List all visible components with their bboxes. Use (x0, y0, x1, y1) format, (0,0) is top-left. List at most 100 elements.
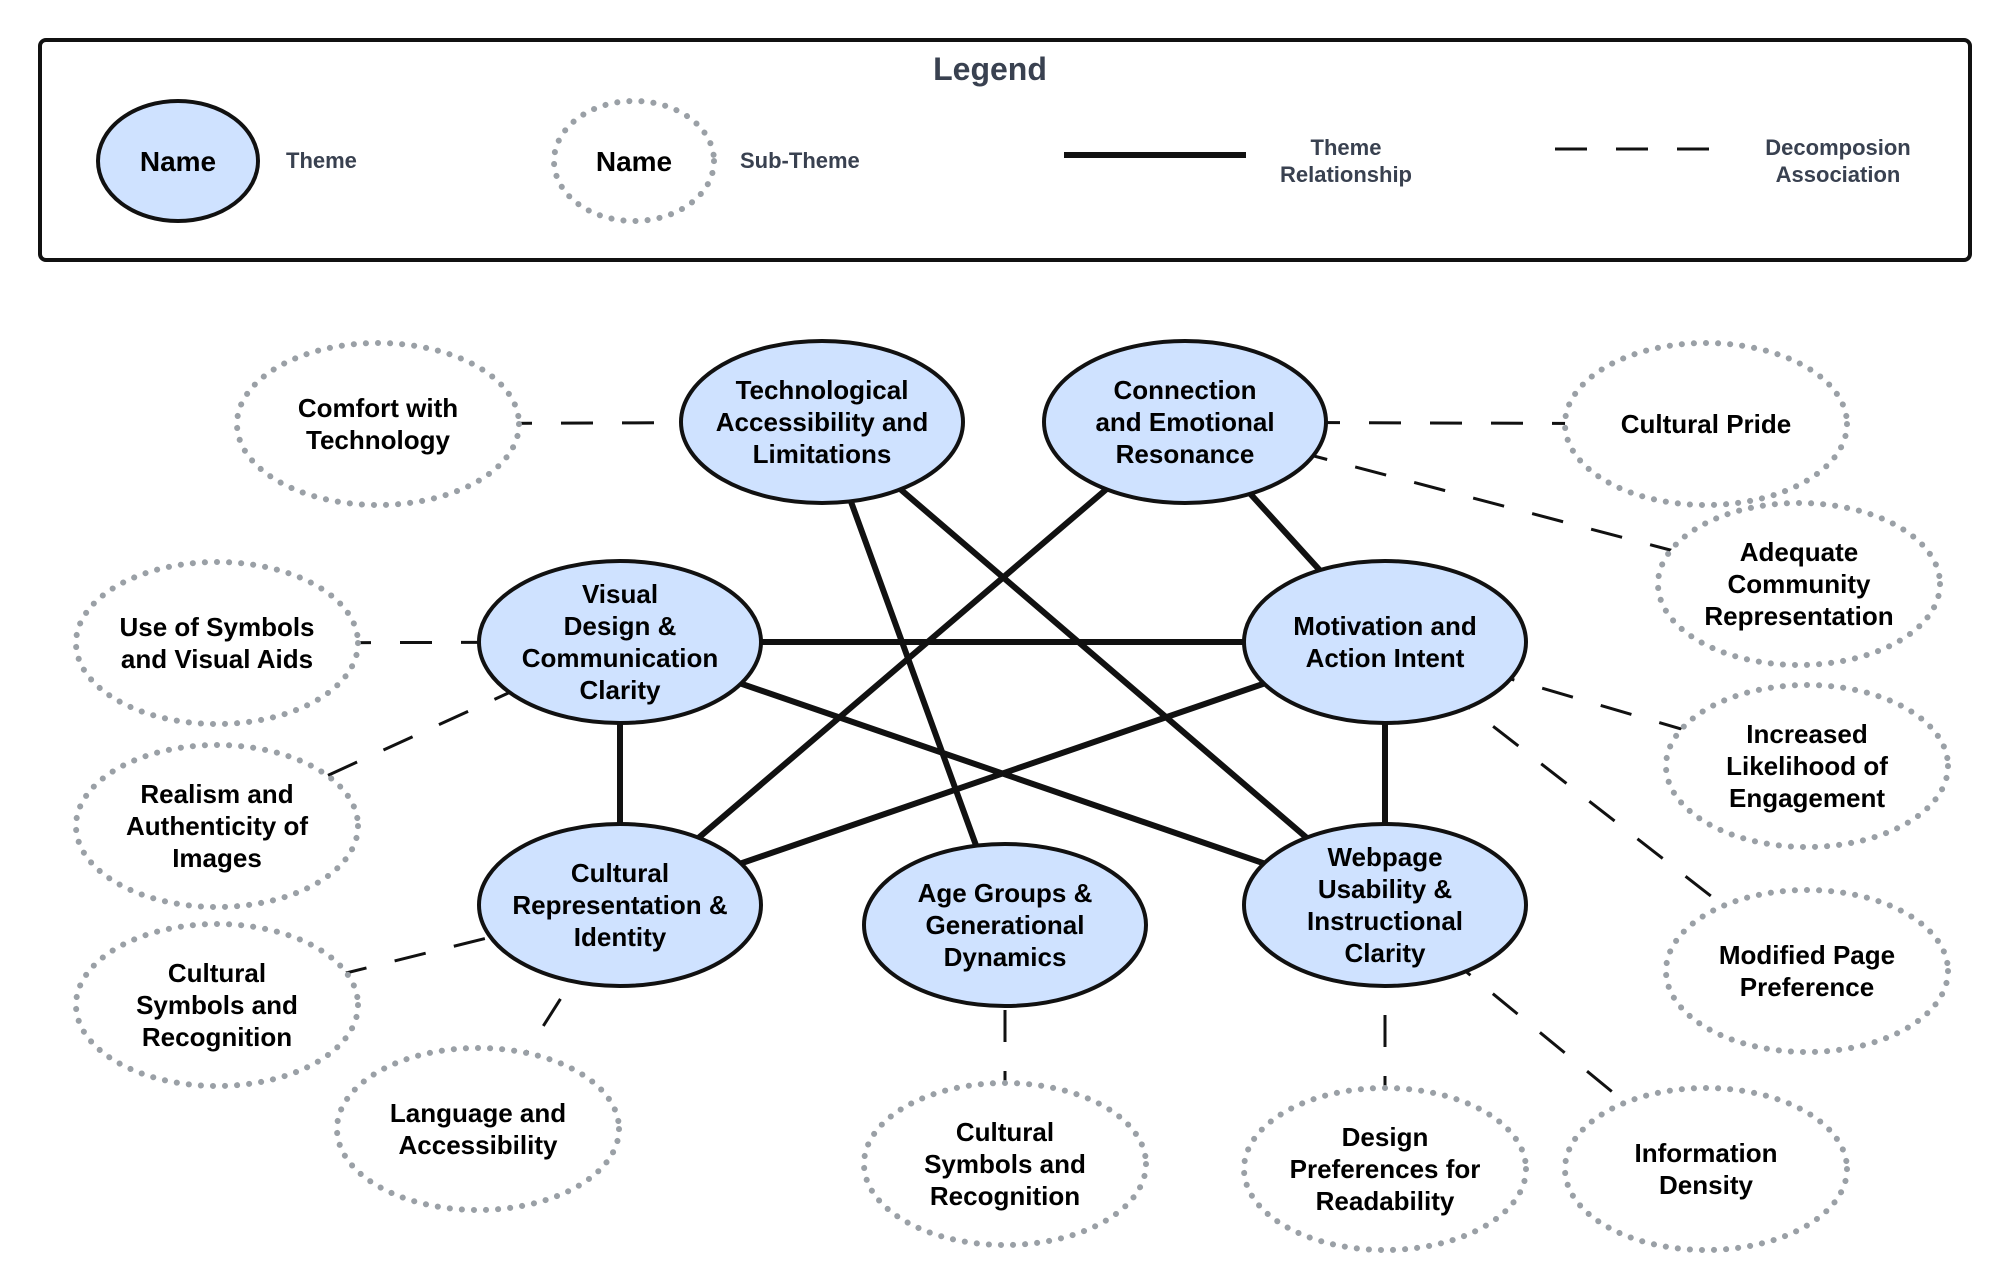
subtheme-ellipse (1562, 340, 1850, 508)
subtheme-label-line: Cultural (168, 958, 266, 988)
theme-label-line: Resonance (1116, 439, 1255, 469)
theme-ellipse (679, 339, 965, 505)
subtheme-label-line: Representation (1704, 601, 1893, 631)
subtheme-ellipse (73, 742, 361, 910)
relationship-line-conn-cultural (617, 419, 1188, 908)
legend-subtheme-caption: Sub-Theme (740, 148, 860, 173)
legend-theme-caption: Theme (286, 148, 357, 173)
decomposition-line-language-cultural (476, 904, 622, 1130)
subtheme-ellipse (334, 1045, 622, 1213)
relationship-line-tech-age (819, 419, 1008, 928)
legend-subtheme-sample-label: Name (596, 146, 672, 177)
subtheme-ellipse (73, 559, 361, 727)
decomposition-line-adequate-conn (1184, 420, 1800, 586)
subtheme-label-line: Preference (1740, 972, 1874, 1002)
theme-label-line: Webpage (1327, 842, 1442, 872)
legend-title: Legend (933, 51, 1047, 87)
theme-ellipse (1042, 339, 1328, 505)
subtheme-label-line: Recognition (930, 1181, 1080, 1211)
subtheme-label-line: Readability (1316, 1186, 1455, 1216)
subtheme-ellipse (234, 340, 522, 508)
theme-label-line: Design & (564, 611, 677, 641)
subtheme-ellipse (1241, 1085, 1529, 1253)
theme-ellipse (1242, 822, 1528, 988)
theme-label-line: Clarity (580, 675, 661, 705)
subtheme-label-line: Comfort with (298, 393, 458, 423)
theme-label-line: Visual (582, 579, 658, 609)
subtheme-ellipse (1663, 682, 1951, 850)
theme-label-line: Action Intent (1306, 643, 1465, 673)
subtheme-label-line: Use of Symbols (119, 612, 314, 642)
theme-label-line: Communication (522, 643, 718, 673)
subtheme-label-line: Engagement (1729, 783, 1885, 813)
subtheme-label-line: Symbols and (136, 990, 298, 1020)
theme-label-line: Generational (926, 910, 1085, 940)
theme-label-line: Cultural (571, 858, 669, 888)
subtheme-label-line: Increased (1746, 719, 1867, 749)
subtheme-ellipse (861, 1080, 1149, 1248)
theme-label-line: and Emotional (1095, 407, 1274, 437)
theme-label-line: Accessibility and (716, 407, 928, 437)
legend-relationship-caption-line-2: Relationship (1280, 162, 1412, 187)
legend-subtheme-sample (551, 98, 717, 224)
subtheme-label-line: Likelihood of (1726, 751, 1888, 781)
legend-theme-sample-label: Name (140, 146, 216, 177)
subtheme-label-line: Images (172, 843, 262, 873)
subtheme-label-line: Adequate (1740, 537, 1858, 567)
subtheme-label-line: Language and (390, 1098, 566, 1128)
theme-label-line: Representation & (512, 890, 727, 920)
theme-label-line: Motivation and (1293, 611, 1476, 641)
theme-label-line: Dynamics (944, 942, 1067, 972)
relationship-line-motiv-cultural (617, 639, 1388, 908)
theme-label-line: Connection (1114, 375, 1257, 405)
subtheme-label-line: Cultural (956, 1117, 1054, 1147)
subtheme-label-line: Information (1635, 1138, 1778, 1168)
theme-ellipse (477, 559, 763, 725)
subtheme-label-line: Density (1659, 1170, 1753, 1200)
legend-relationship-caption-line-1: Theme (1311, 135, 1382, 160)
legend-decomposition-caption-line-2: Association (1776, 162, 1901, 187)
theme-ellipse (862, 842, 1148, 1008)
subtheme-label-line: Community (1728, 569, 1872, 599)
theme-label-line: Clarity (1345, 938, 1426, 968)
subtheme-label-line: Realism and (140, 779, 293, 809)
legend-box (38, 38, 1972, 262)
theme-label-line: Age Groups & (918, 878, 1093, 908)
theme-label-line: Usability & (1318, 874, 1452, 904)
theme-label-line: Identity (574, 922, 667, 952)
subtheme-label-line: Accessibility (399, 1130, 559, 1160)
subtheme-label-line: and Visual Aids (121, 644, 313, 674)
subtheme-label-line: Cultural Pride (1621, 409, 1791, 439)
subtheme-ellipse (1663, 887, 1951, 1055)
subtheme-label-line: Design (1342, 1122, 1429, 1152)
legend-theme-sample (96, 99, 260, 223)
subtheme-label-line: Authenticity of (126, 811, 308, 841)
subtheme-label-line: Preferences for (1290, 1154, 1481, 1184)
subtheme-ellipse (73, 921, 361, 1089)
theme-ellipse (477, 822, 763, 988)
theme-label-line: Limitations (753, 439, 892, 469)
legend-decomposition-caption-line-1: Decomposion (1765, 135, 1910, 160)
subtheme-node-pride: Cultural Pride (1562, 340, 1850, 508)
theme-label-line: Technological (736, 375, 909, 405)
subtheme-label-line: Technology (306, 425, 451, 455)
subtheme-label-line: Recognition (142, 1022, 292, 1052)
